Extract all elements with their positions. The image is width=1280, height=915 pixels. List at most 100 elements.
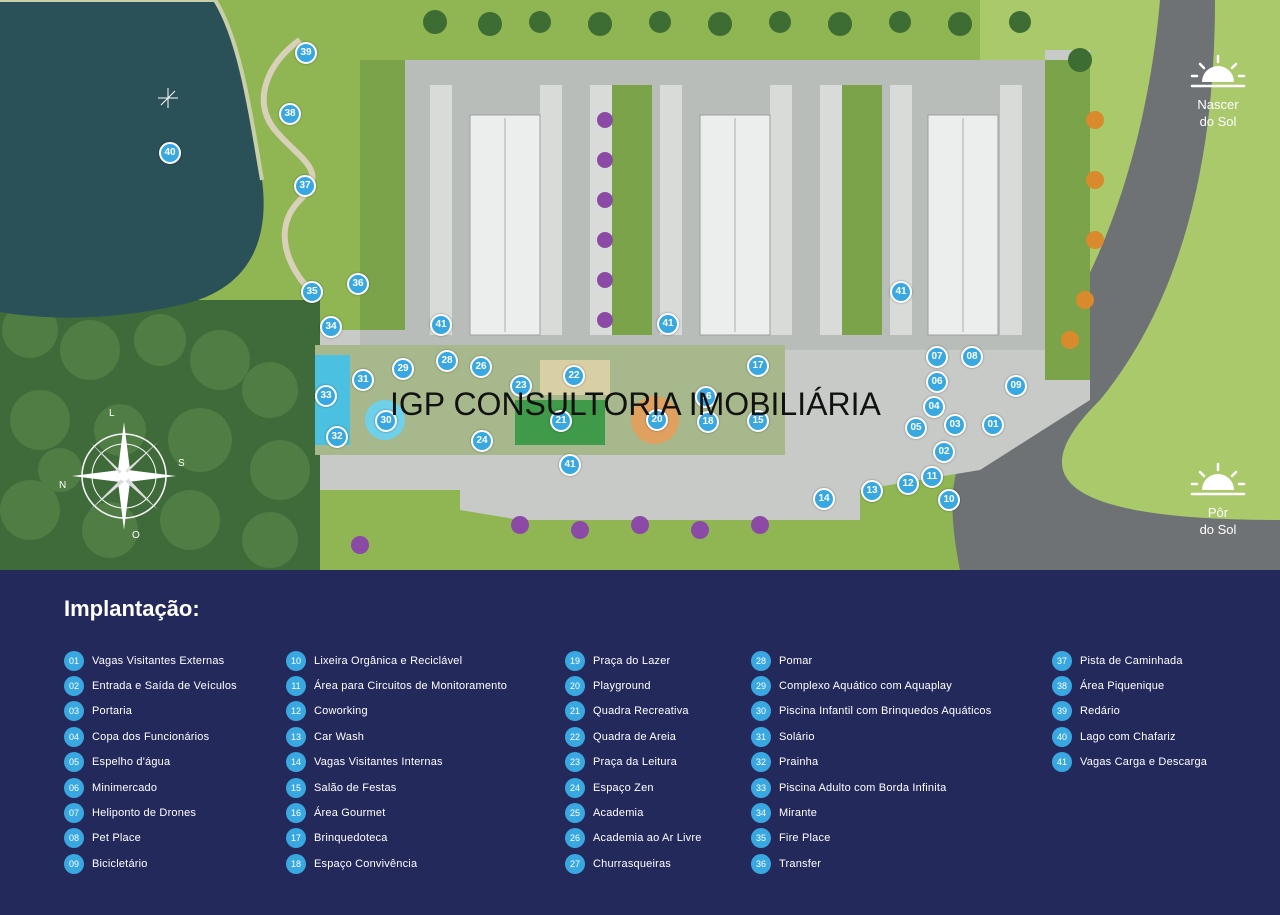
- compass-east-label: L: [109, 408, 115, 419]
- map-pin-09[interactable]: 09: [1005, 375, 1027, 397]
- map-pin-10[interactable]: 10: [938, 489, 960, 511]
- legend-item-label: Car Wash: [314, 730, 365, 743]
- legend-item-number: 04: [64, 726, 84, 747]
- legend-item-number: 09: [64, 853, 84, 874]
- map-pin-20[interactable]: 20: [646, 409, 668, 431]
- map-pin-02[interactable]: 02: [933, 441, 955, 463]
- map-pin-17[interactable]: 17: [747, 355, 769, 377]
- map-pin-22[interactable]: 22: [563, 365, 585, 387]
- map-pin-35[interactable]: 35: [301, 281, 323, 303]
- legend-item-number: 19: [565, 650, 585, 671]
- legend-item-label: Praça do Lazer: [593, 654, 671, 667]
- map-pin-01[interactable]: 01: [982, 414, 1004, 436]
- map-pin-14[interactable]: 14: [813, 488, 835, 510]
- map-pin-41[interactable]: 41: [657, 313, 679, 335]
- map-pin-18[interactable]: 18: [697, 411, 719, 433]
- map-pin-30[interactable]: 30: [375, 410, 397, 432]
- map-pin-37[interactable]: 37: [294, 175, 316, 197]
- legend-item-label: Quadra Recreativa: [593, 705, 689, 718]
- map-pin-41[interactable]: 41: [890, 281, 912, 303]
- legend-item-label: Solário: [779, 730, 815, 743]
- legend-item-number: 25: [565, 803, 585, 824]
- map-pin-32[interactable]: 32: [326, 426, 348, 448]
- legend-item-number: 15: [286, 777, 306, 798]
- compass-rose: L S N O: [59, 408, 187, 541]
- legend-item: 21 Quadra Recreativa: [565, 699, 702, 724]
- legend-item: 25 Academia: [565, 800, 702, 825]
- map-pin-38[interactable]: 38: [279, 103, 301, 125]
- compass-west-label: O: [132, 530, 140, 541]
- legend-item-label: Playground: [593, 680, 651, 693]
- map-pin-34[interactable]: 34: [320, 316, 342, 338]
- legend-item-label: Academia: [593, 807, 644, 820]
- map-pin-06[interactable]: 06: [926, 371, 948, 393]
- legend-item-number: 34: [751, 803, 771, 824]
- sunset-label-line1: Pôr: [1207, 505, 1229, 520]
- legend-item-label: Heliponto de Drones: [92, 807, 197, 820]
- legend-item-number: 13: [286, 726, 306, 747]
- map-pin-26[interactable]: 26: [470, 356, 492, 378]
- legend-item-number: 35: [751, 828, 771, 849]
- map-pin-33[interactable]: 33: [315, 385, 337, 407]
- map-pin-13[interactable]: 13: [861, 480, 883, 502]
- legend-item-label: Lixeira Orgânica e Reciclável: [314, 654, 463, 667]
- map-pin-40[interactable]: 40: [159, 142, 181, 164]
- map-pin-29[interactable]: 29: [392, 358, 414, 380]
- map-pin-04[interactable]: 04: [923, 396, 945, 418]
- map-pin-11[interactable]: 11: [921, 466, 943, 488]
- map-pin-24[interactable]: 24: [471, 430, 493, 452]
- legend-item-label: Quadra de Areia: [593, 730, 677, 743]
- map-pin-39[interactable]: 39: [295, 42, 317, 64]
- legend-item-label: Prainha: [779, 756, 819, 769]
- legend-item-label: Praça da Leitura: [593, 756, 677, 769]
- map-pin-08[interactable]: 08: [961, 346, 983, 368]
- sunset-icon: [1190, 462, 1246, 496]
- legend-item-label: Minimercado: [92, 781, 158, 794]
- map-pin-03[interactable]: 03: [944, 414, 966, 436]
- site-plan-illustration: [0, 0, 1280, 570]
- sunrise-label-line2: do Sol: [1199, 114, 1237, 129]
- legend-item-number: 08: [64, 828, 84, 849]
- map-pin-41[interactable]: 41: [430, 314, 452, 336]
- legend-item-label: Bicicletário: [92, 857, 148, 870]
- legend-item-number: 37: [1052, 650, 1072, 671]
- map-pin-41[interactable]: 41: [559, 454, 581, 476]
- legend-item-number: 39: [1052, 701, 1072, 722]
- map-pin-28[interactable]: 28: [436, 350, 458, 372]
- legend-item-label: Vagas Visitantes Internas: [314, 756, 443, 769]
- legend-item-number: 18: [286, 853, 306, 874]
- map-pin-05[interactable]: 05: [905, 417, 927, 439]
- map-pin-12[interactable]: 12: [897, 473, 919, 495]
- legend-item-label: Vagas Carga e Descarga: [1080, 756, 1208, 769]
- legend-item-number: 30: [751, 701, 771, 722]
- map-pin-07[interactable]: 07: [926, 346, 948, 368]
- sunset-label-line2: do Sol: [1199, 522, 1237, 537]
- legend-item-label: Área para Circuitos de Monitoramento: [314, 680, 508, 693]
- map-pin-31[interactable]: 31: [352, 369, 374, 391]
- legend-item-number: 21: [565, 701, 585, 722]
- map-pin-21[interactable]: 21: [550, 410, 572, 432]
- map-pin-23[interactable]: 23: [510, 375, 532, 397]
- legend-item-label: Entrada e Saída de Veículos: [92, 680, 237, 693]
- legend-item: 19 Praça do Lazer: [565, 648, 702, 673]
- map-pin-16[interactable]: 16: [695, 386, 717, 408]
- legend-item-label: Área Piquenique: [1080, 680, 1165, 693]
- map-pin-15[interactable]: 15: [747, 410, 769, 432]
- legend-item-label: Salão de Festas: [314, 781, 397, 794]
- legend-item-label: Lago com Chafariz: [1080, 730, 1176, 743]
- legend-item-label: Mirante: [779, 807, 818, 820]
- map-pin-36[interactable]: 36: [347, 273, 369, 295]
